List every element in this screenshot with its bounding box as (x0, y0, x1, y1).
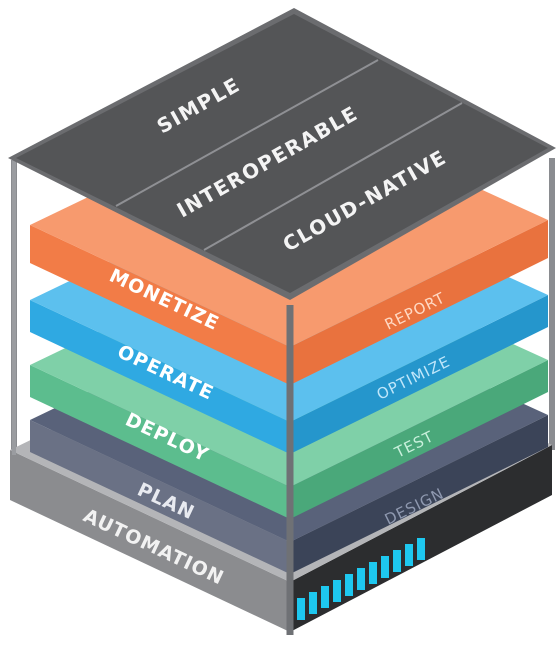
layer-deploy-right-face (290, 360, 548, 519)
base-led-strip (297, 538, 425, 620)
layer-operate-right-face (290, 295, 548, 454)
layer-plan-right-face (290, 415, 548, 574)
layer-monetize-right-face (290, 220, 548, 385)
cube-frame-front (12, 160, 294, 635)
base-left-face (10, 450, 290, 632)
layer-plan-left-face (30, 420, 290, 574)
layer-operate-left-face (30, 300, 290, 454)
layer-monetize-left-face (30, 225, 290, 385)
top-divider-2 (203, 102, 463, 251)
layer-deploy-left-face (30, 365, 290, 519)
cube-top: SIMPLE INTEROPERABLE CLOUD-NATIVE (8, 8, 556, 300)
top-divider-1 (115, 59, 379, 207)
cube-top-face (16, 14, 548, 293)
